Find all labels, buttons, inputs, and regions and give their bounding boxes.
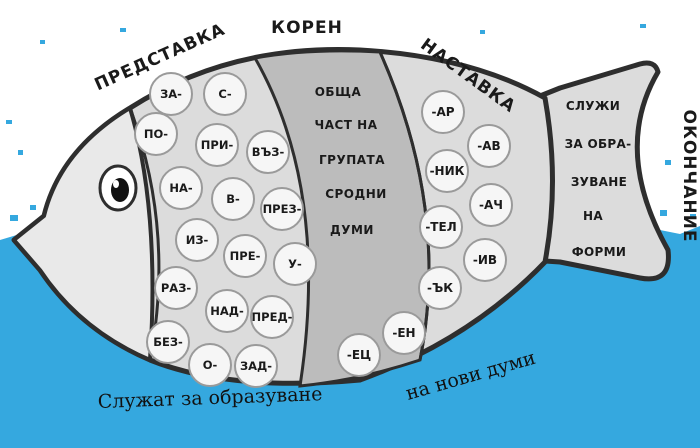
prefix-item: У-: [288, 257, 302, 271]
prefix-bubbles: [134, 72, 317, 388]
suffix-item: -ТЕЛ: [425, 220, 456, 234]
root-line: ГРУПАТА: [319, 153, 385, 167]
label-ending: ОКОНЧАНИЕ: [679, 110, 699, 243]
suffix-item: -АВ: [477, 139, 500, 153]
ending-text: СЛУЖИ ЗА ОБРА- ЗУВАНЕ НА ФОРМИ: [565, 99, 632, 259]
prefix-item: ПРИ-: [201, 138, 234, 152]
ending-line: ЗУВАНЕ: [571, 175, 627, 189]
suffix-item: -НИК: [430, 164, 465, 178]
suffix-labels: -АР -АВ -НИК -АЧ -ТЕЛ -ИВ -ЪК -ЕН -ЕЦ: [347, 105, 503, 362]
suffix-item: -ЪК: [427, 281, 453, 295]
root-line: ОБЩА: [315, 85, 362, 99]
root-line: СРОДНИ: [325, 187, 387, 201]
ending-line: СЛУЖИ: [566, 99, 620, 113]
ending-line: НА: [583, 209, 603, 223]
prefix-labels: ЗА- С- ПО- ПРИ- ВЪЗ- НА- В- ПРЕЗ- ИЗ- ПР…: [144, 87, 302, 373]
label-root: КОРЕН: [271, 18, 343, 38]
prefix-item: С-: [218, 87, 231, 101]
caption-prefix-purpose: Служат за образуване: [97, 383, 322, 413]
root-band: [252, 49, 431, 388]
root-line: ЧАСТ НА: [315, 118, 378, 132]
suffix-item: -ЕЦ: [347, 348, 371, 362]
ending-line: ФОРМИ: [572, 245, 626, 259]
prefix-item: О-: [203, 358, 218, 372]
suffix-divider: [378, 51, 431, 361]
ending-line: ЗА ОБРА-: [565, 137, 632, 151]
prefix-item: ПРЕ-: [230, 249, 261, 263]
prefix-item: БЕЗ-: [153, 335, 183, 349]
prefix-item: РАЗ-: [161, 281, 191, 295]
prefix-item: ПРЕЗ-: [263, 202, 302, 216]
prefix-item: ПО-: [144, 127, 168, 141]
caption-suffix-purpose: на нови думи: [403, 347, 538, 405]
suffix-item: -ЕН: [392, 326, 415, 340]
prefix-item: В-: [226, 192, 240, 206]
suffix-item: -АР: [431, 105, 454, 119]
prefix-item: ЗА-: [160, 87, 182, 101]
root-text: ОБЩА ЧАСТ НА ГРУПАТА СРОДНИ ДУМИ: [315, 85, 387, 237]
suffix-bubbles: [337, 90, 513, 377]
prefix-item: ВЪЗ-: [252, 145, 285, 159]
prefix-item: НА-: [169, 181, 193, 195]
prefix-item: НАД-: [210, 304, 244, 318]
root-line: ДУМИ: [330, 223, 374, 237]
prefix-item: ЗАД-: [240, 359, 272, 373]
prefix-item: ПРЕД-: [252, 310, 293, 324]
prefix-item: ИЗ-: [186, 233, 209, 247]
suffix-item: -ИВ: [473, 253, 497, 267]
suffix-item: -АЧ: [479, 198, 503, 212]
